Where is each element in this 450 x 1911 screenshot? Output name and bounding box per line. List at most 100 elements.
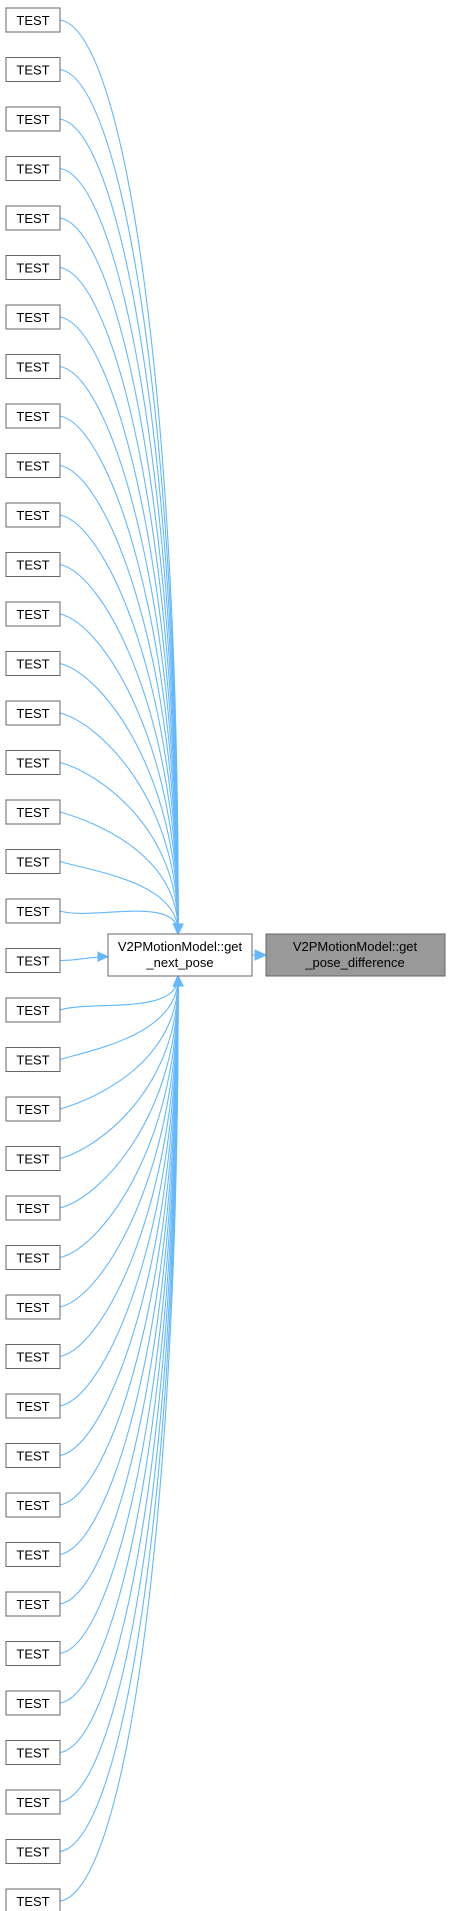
call-edge [59, 464, 179, 935]
caller-node-label: TEST [16, 1894, 49, 1909]
caller-node[interactable]: TEST [5, 453, 61, 478]
caller-node-label: TEST [16, 211, 49, 226]
caller-node-box [5, 255, 61, 280]
caller-node[interactable]: TEST [5, 1492, 61, 1518]
call-edge [59, 975, 179, 1506]
caller-node[interactable]: TEST [5, 1641, 61, 1666]
caller-node-label: TEST [16, 805, 49, 820]
call-edge [59, 266, 179, 935]
caller-node-label: TEST [16, 607, 49, 622]
caller-node-label: TEST [16, 261, 49, 276]
caller-node[interactable]: TEST [5, 304, 61, 330]
caller-node-box [5, 1740, 61, 1765]
caller-node-label: TEST [16, 1399, 49, 1414]
caller-node[interactable]: TEST [5, 849, 61, 874]
caller-node[interactable]: TEST [5, 354, 61, 379]
caller-node-box [5, 453, 61, 478]
call-edge [59, 975, 179, 1754]
call-edge [59, 975, 179, 1061]
caller-node-box [5, 1690, 61, 1716]
caller-node-label: TEST [16, 1350, 49, 1365]
caller-node-label: TEST [16, 508, 49, 523]
caller-node[interactable]: TEST [5, 1839, 61, 1864]
caller-node[interactable]: TEST [5, 1245, 61, 1270]
call-edge [59, 975, 179, 1605]
caller-node[interactable]: TEST [5, 1740, 61, 1765]
nodes-layer: V2PMotionModel::get _next_pose V2PMotion… [5, 7, 446, 1911]
caller-node-box [5, 106, 61, 132]
caller-node-label: TEST [16, 855, 49, 870]
caller-node[interactable]: TEST [5, 750, 61, 775]
caller-node[interactable]: TEST [5, 1096, 61, 1122]
caller-node-label: TEST [16, 63, 49, 78]
call-edge-arrowhead [172, 974, 184, 987]
caller-node[interactable]: TEST [5, 1542, 61, 1567]
caller-node-label: TEST [16, 1102, 49, 1117]
caller-node-box [5, 601, 61, 627]
caller-node[interactable]: TEST [5, 1690, 61, 1716]
caller-node-label: TEST [16, 1201, 49, 1216]
caller-node-box [5, 1443, 61, 1468]
caller-node-label: TEST [16, 1647, 49, 1662]
caller-node[interactable]: TEST [5, 799, 61, 825]
caller-node-label: TEST [16, 1548, 49, 1563]
caller-node[interactable]: TEST [5, 700, 61, 726]
caller-node[interactable]: TEST [5, 57, 61, 82]
caller-node-box [5, 1839, 61, 1864]
call-edge [59, 613, 179, 935]
caller-node[interactable]: TEST [5, 255, 61, 280]
middle-node[interactable]: V2PMotionModel::get _next_pose [107, 933, 253, 977]
caller-node[interactable]: TEST [5, 1294, 61, 1320]
caller-node-box [5, 1195, 61, 1221]
caller-node[interactable]: TEST [5, 1789, 61, 1815]
call-edge [59, 975, 179, 1160]
caller-node[interactable]: TEST [5, 1195, 61, 1221]
caller-node[interactable]: TEST [5, 552, 61, 577]
caller-node[interactable]: TEST [5, 898, 61, 924]
caller-node-label: TEST [16, 954, 49, 969]
caller-node-label: TEST [16, 1746, 49, 1761]
caller-node[interactable]: TEST [5, 7, 61, 33]
call-edge [59, 662, 179, 935]
caller-node-label: TEST [16, 1449, 49, 1464]
caller-node[interactable]: TEST [5, 1047, 61, 1072]
target-node[interactable]: V2PMotionModel::get _pose_difference [265, 933, 446, 977]
call-edge [59, 514, 179, 935]
call-edge [59, 217, 179, 935]
caller-node[interactable]: TEST [5, 948, 61, 973]
call-edge [59, 975, 179, 1110]
caller-node[interactable]: TEST [5, 997, 61, 1023]
caller-node[interactable]: TEST [5, 156, 61, 181]
call-edge [59, 910, 179, 935]
caller-node-box [5, 552, 61, 577]
middle-to-target-arrowhead [254, 949, 268, 961]
call-edge [59, 975, 179, 1407]
caller-node-label: TEST [16, 360, 49, 375]
caller-node[interactable]: TEST [5, 651, 61, 676]
caller-node[interactable]: TEST [5, 403, 61, 429]
caller-node[interactable]: TEST [5, 1591, 61, 1617]
caller-node-label: TEST [16, 558, 49, 573]
call-edge [59, 415, 179, 935]
caller-node-label: TEST [16, 1300, 49, 1315]
caller-node-box [5, 1146, 61, 1171]
caller-node-box [5, 1096, 61, 1122]
call-edge-arrowhead [97, 951, 110, 962]
caller-node[interactable]: TEST [5, 1443, 61, 1468]
caller-node-box [5, 1344, 61, 1369]
call-edge [59, 860, 179, 935]
caller-node[interactable]: TEST [5, 1344, 61, 1369]
caller-node[interactable]: TEST [5, 502, 61, 528]
target-node-label-line1: V2PMotionModel::get [293, 939, 418, 954]
call-edge [59, 975, 179, 1209]
caller-node[interactable]: TEST [5, 205, 61, 231]
caller-node[interactable]: TEST [5, 106, 61, 132]
caller-node-box [5, 7, 61, 33]
call-edge [59, 365, 179, 935]
caller-node[interactable]: TEST [5, 1393, 61, 1419]
caller-node[interactable]: TEST [5, 1888, 61, 1911]
caller-node[interactable]: TEST [5, 601, 61, 627]
caller-node[interactable]: TEST [5, 1146, 61, 1171]
caller-node-box [5, 1542, 61, 1567]
caller-node-box [5, 898, 61, 924]
